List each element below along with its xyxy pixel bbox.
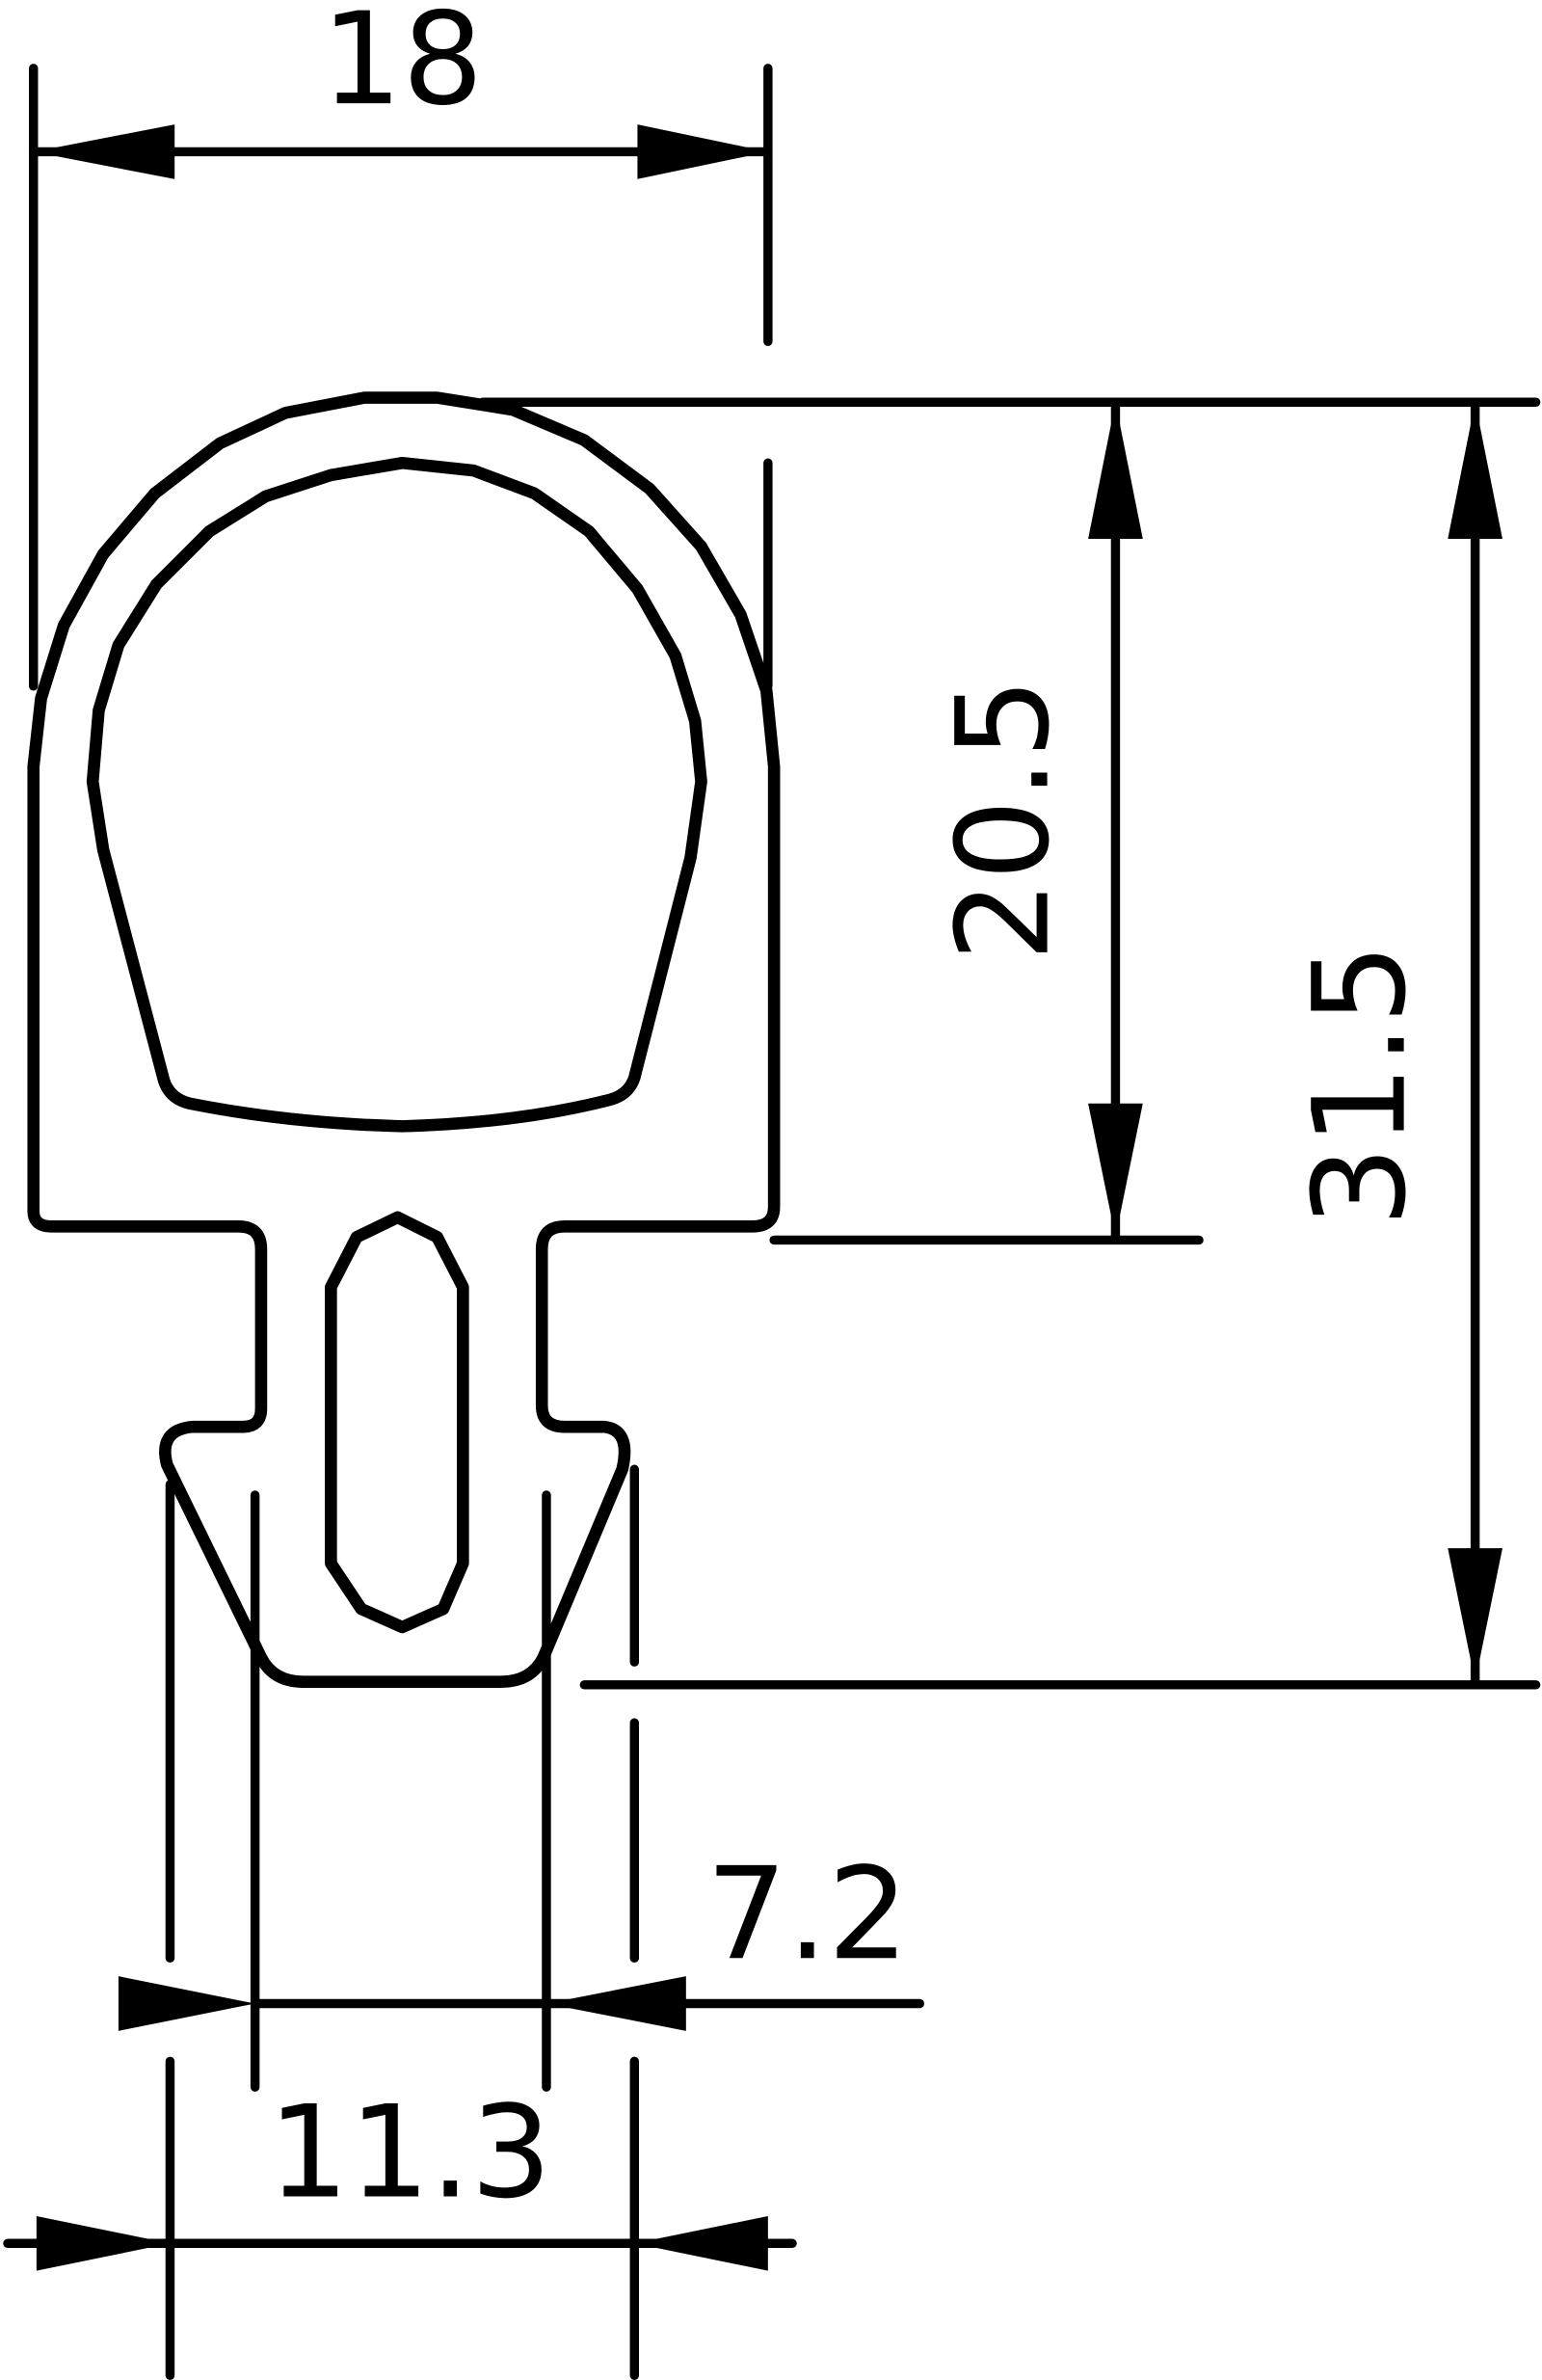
dimension-overall-width: 18 [29, 0, 773, 691]
dimension-label-20-5: 20.5 [930, 678, 1078, 961]
dimension-bulb-height: 20.5 [769, 397, 1204, 1245]
dimension-overall-height: 31.5 [478, 397, 1541, 1690]
stem-slot [325, 1211, 469, 1634]
outer-profile [27, 391, 781, 1688]
dimension-label-18: 18 [321, 0, 483, 134]
dimension-stem-width: 7.2 [118, 1490, 925, 2092]
dimension-label-31-5: 31.5 [1287, 944, 1435, 1227]
dimension-foot-width: 11.3 [3, 1464, 797, 2380]
dimension-label-11-3: 11.3 [268, 2078, 551, 2227]
dimension-label-7-2: 7.2 [706, 1840, 909, 1989]
inner-bulb-cavity [86, 456, 707, 1133]
